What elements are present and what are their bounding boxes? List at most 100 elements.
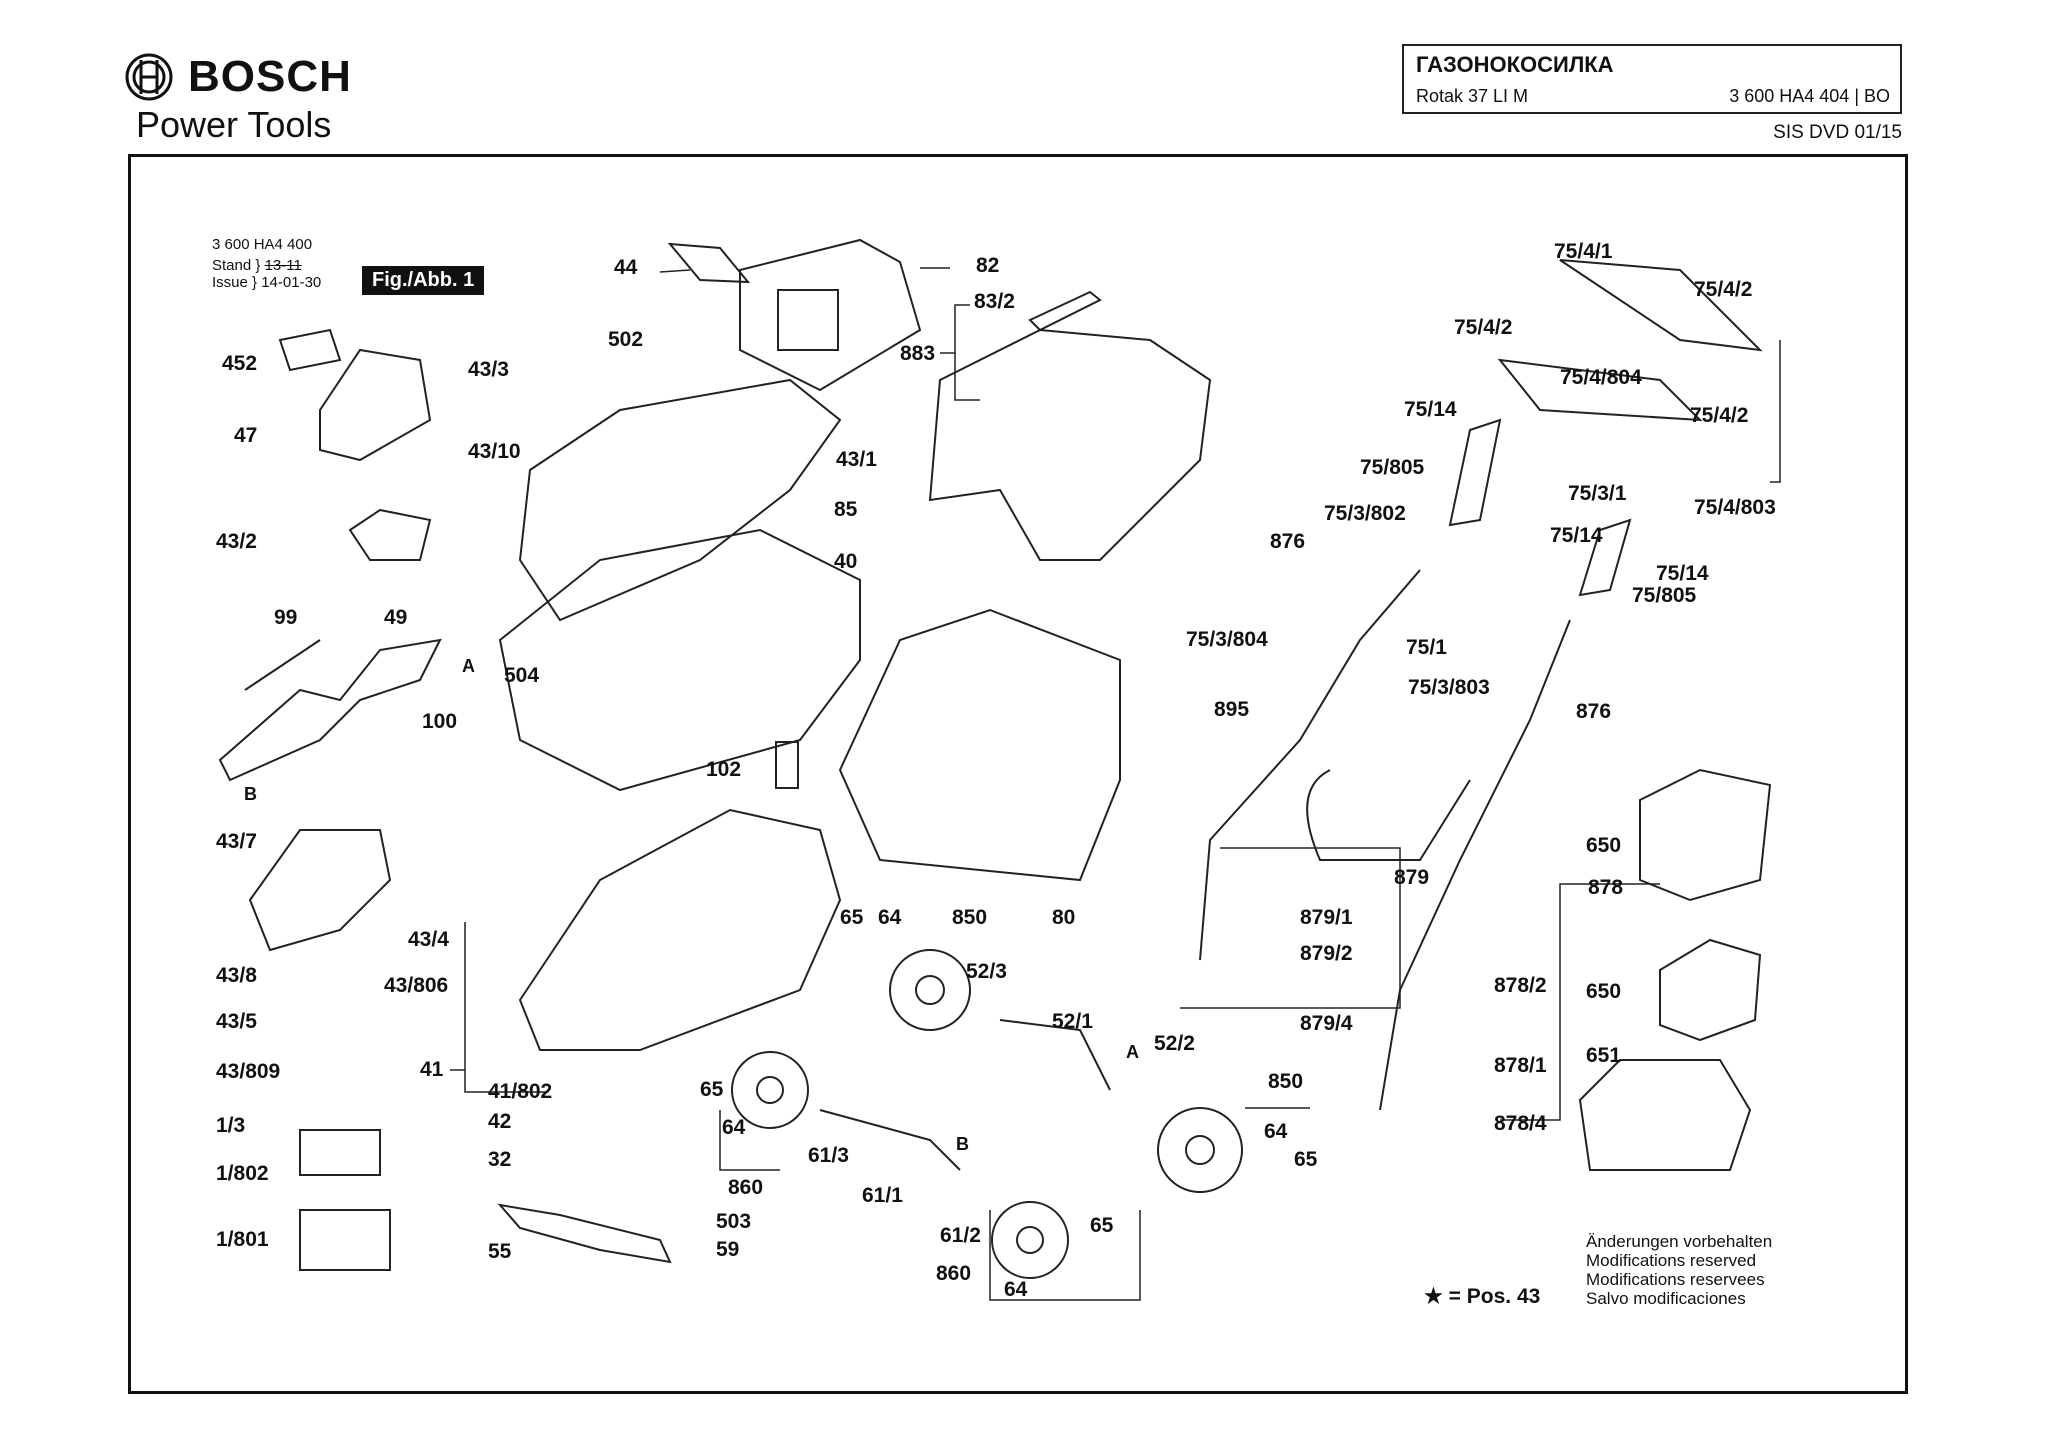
meta-block: 3 600 HA4 400 Stand } 13-11 Issue } 14-0… [212,236,322,291]
label-895: 895 [1214,698,1250,721]
label-44: 44 [614,256,638,279]
note-es: Salvo modificaciones [1586,1289,1746,1308]
label-1-801: 1/801 [216,1228,269,1251]
label-879: 879 [1394,866,1430,889]
label-43-809: 43/809 [216,1060,281,1083]
label-650-b: 650 [1586,980,1622,1003]
label-ref-b2: B [956,1134,969,1154]
label-52-3: 52/3 [966,960,1007,983]
note-de: Änderungen vorbehalten [1586,1232,1773,1251]
part-number: 3 600 HA4 404 | BO [1729,86,1890,106]
label-52-2: 52/2 [1154,1032,1195,1055]
label-502: 502 [608,328,644,351]
bosch-armature-icon [125,53,173,101]
issue-label: Issue [212,274,248,291]
label-80: 80 [1052,906,1076,929]
label-650-a: 650 [1586,834,1622,857]
label-64-d: 64 [1264,1120,1288,1143]
label-43-5: 43/5 [216,1010,257,1033]
star-legend: ★ = Pos. 43 [1424,1285,1541,1308]
model-name: Rotak 37 LI M [1416,86,1529,106]
label-43-8: 43/8 [216,964,257,987]
figure-badge: Fig./Abb. 1 [362,266,485,295]
label-878-4: 878/4 [1494,1112,1547,1135]
label-83-2: 83/2 [974,290,1015,313]
label-61-3: 61/3 [808,1144,849,1167]
label-49: 49 [384,606,408,629]
label-99: 99 [274,606,298,629]
label-75-3-803: 75/3/803 [1408,676,1490,699]
label-ref-a1: A [462,656,475,676]
label-43-3: 43/3 [468,358,509,381]
label-43-806: 43/806 [384,974,449,997]
label-43-7: 43/7 [216,830,257,853]
label-65-d: 65 [1294,1148,1318,1171]
label-41: 41 [420,1058,444,1081]
label-883: 883 [900,342,936,365]
label-75-4-2-b: 75/4/2 [1454,316,1513,339]
label-504: 504 [504,664,540,687]
label-75-3-804: 75/3/804 [1186,628,1268,651]
label-102: 102 [706,758,742,781]
label-47: 47 [234,424,258,447]
label-75-4-2-a: 75/4/2 [1694,278,1753,301]
sis-label: SIS DVD 01/15 [1773,122,1902,143]
title-box: ГАЗОНОКОСИЛКА Rotak 37 LI M 3 600 HA4 40… [1402,44,1902,114]
stand-value: 13-11 [264,257,302,274]
brand-subtitle: Power Tools [136,104,332,145]
label-75-1: 75/1 [1406,636,1447,659]
label-61-2: 61/2 [940,1224,981,1247]
label-75-4-2-c: 75/4/2 [1690,404,1749,427]
brand-name: BOSCH [188,52,352,101]
label-876-a: 876 [1270,530,1306,553]
label-52-1: 52/1 [1052,1010,1093,1033]
label-55: 55 [488,1240,512,1263]
label-40: 40 [834,550,858,573]
label-65-c: 65 [1090,1214,1114,1237]
label-879-1: 879/1 [1300,906,1353,929]
label-43-1: 43/1 [836,448,877,471]
label-75-14-b: 75/14 [1550,524,1603,547]
label-878-1: 878/1 [1494,1054,1547,1077]
label-82: 82 [976,254,1000,277]
label-64-a: 64 [878,906,902,929]
label-85: 85 [834,498,858,521]
note-en: Modifications reserved [1586,1251,1757,1270]
label-43-2: 43/2 [216,530,257,553]
label-75-805-a: 75/805 [1360,456,1425,479]
label-879-2: 879/2 [1300,942,1353,965]
label-879-4: 879/4 [1300,1012,1353,1035]
doc-title: ГАЗОНОКОСИЛКА [1416,52,1614,77]
label-64-b: 64 [722,1116,746,1139]
label-100: 100 [422,710,458,733]
label-75-14-a: 75/14 [1404,398,1457,421]
label-42: 42 [488,1110,512,1133]
label-59: 59 [716,1238,740,1261]
label-ref-b1: B [244,784,257,804]
label-651: 651 [1586,1044,1622,1067]
label-878: 878 [1588,876,1624,899]
label-43-4: 43/4 [408,928,449,951]
label-ref-a2: A [1126,1042,1139,1062]
label-75-4-803: 75/4/803 [1694,496,1776,519]
label-878-2: 878/2 [1494,974,1547,997]
label-61-1: 61/1 [862,1184,903,1207]
label-860-b: 860 [936,1262,972,1285]
label-1-802: 1/802 [216,1162,269,1185]
label-452: 452 [222,352,258,375]
label-75-3-1: 75/3/1 [1568,482,1627,505]
stand-label: Stand [212,257,252,274]
label-75-14-c: 75/14 [1656,562,1709,585]
note-fr: Modifications reservees [1586,1270,1765,1289]
label-75-3-802: 75/3/802 [1324,502,1406,525]
meta-code: 3 600 HA4 400 [212,236,313,253]
modifications-note: Änderungen vorbehalten Modifications res… [1586,1232,1772,1308]
issue-value: 14-01-30 [261,274,322,291]
label-65-b: 65 [700,1078,724,1101]
label-1-3: 1/3 [216,1114,246,1137]
label-876-b: 876 [1576,700,1612,723]
label-860-a: 860 [728,1176,764,1199]
label-75-4-1: 75/4/1 [1554,240,1613,263]
diagram-frame [128,154,1908,1394]
